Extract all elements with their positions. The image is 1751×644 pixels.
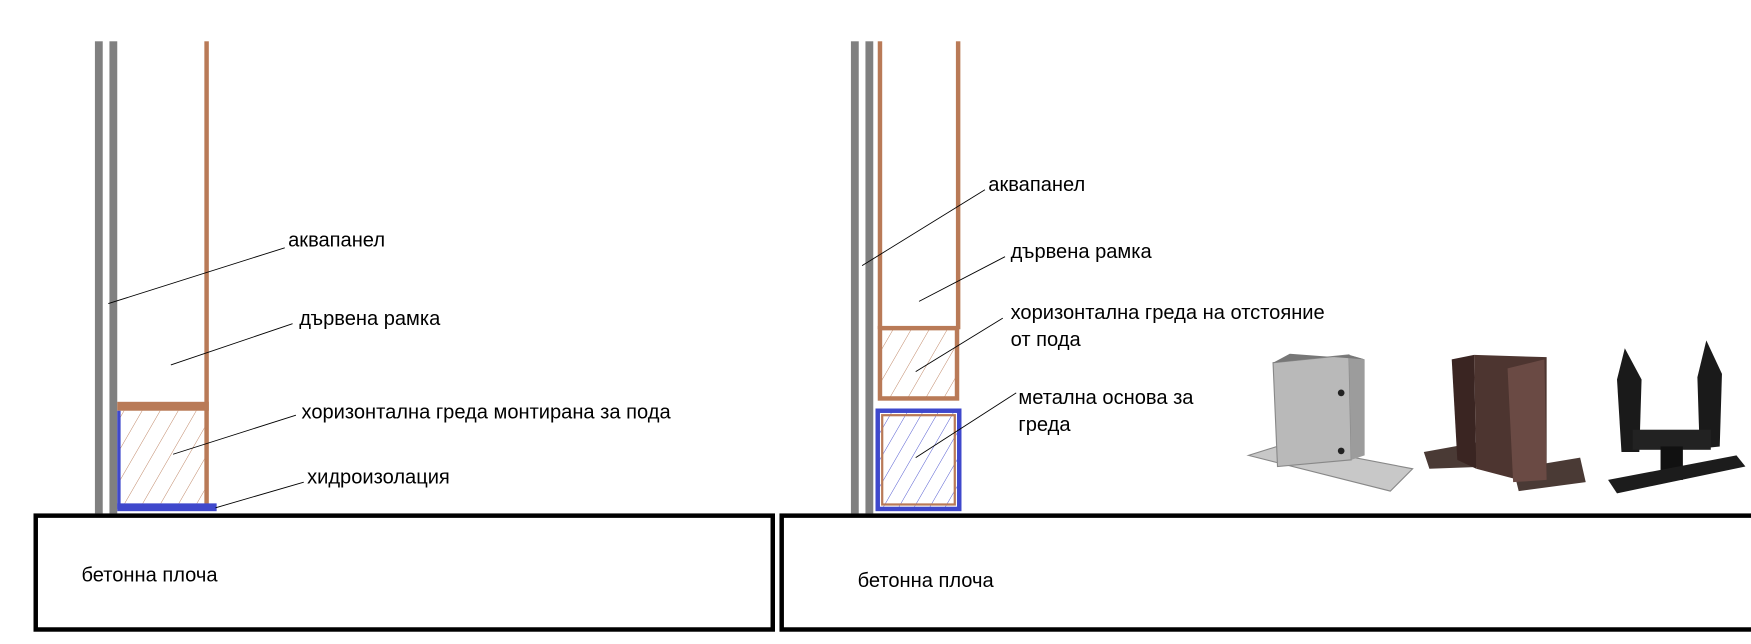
label-beam-line2: от пода [1011, 329, 1082, 351]
beam-in-metal-base [881, 414, 956, 506]
galvanized-post-base-image [1246, 353, 1414, 492]
wood-frame-top-beam [117, 401, 209, 411]
left-diagram: аквапанел дървена рамка хоризонтална гре… [33, 41, 775, 632]
label-aquapanel: аквапанел [288, 230, 385, 252]
concrete-slab [779, 513, 1751, 632]
metal-base [875, 408, 962, 512]
black-u-post-base-image [1608, 340, 1746, 494]
raised-beam [877, 325, 960, 401]
leader-line [918, 256, 1006, 302]
label-slab: бетонна плоча [858, 570, 995, 592]
label-aquapanel: аквапанел [988, 174, 1085, 196]
aquapanel-wall [850, 41, 874, 514]
leader-line [215, 481, 304, 509]
floor-beam-hatched [119, 410, 205, 504]
leader-line [861, 189, 986, 267]
label-wood-frame: дървена рамка [1011, 241, 1153, 263]
leader-line [170, 323, 293, 366]
label-slab: бетонна плоча [82, 565, 219, 587]
brown-u-post-base-image [1423, 354, 1586, 492]
waterproofing-side [117, 410, 121, 509]
leader-line [108, 247, 285, 305]
leader-line [172, 414, 297, 455]
wood-frame-stud-left [877, 41, 883, 330]
concrete-slab [33, 513, 775, 632]
label-waterproofing: хидроизолация [307, 466, 450, 488]
aquapanel-wall [94, 41, 118, 514]
label-beam: хоризонтална греда монтирана за пода [302, 402, 672, 424]
wood-frame-stud-right [955, 41, 961, 330]
leader-line [915, 317, 1004, 373]
label-beam-line1: хоризонтална греда на отстояние [1011, 302, 1325, 324]
leader-line [915, 392, 1017, 458]
label-metal-base-line1: метална основа за [1018, 387, 1194, 409]
waterproofing-layer [117, 503, 217, 512]
right-diagram: аквапанел дървена рамка хоризонтална гре… [779, 41, 1751, 632]
label-wood-frame: дървена рамка [299, 308, 441, 330]
label-metal-base-line2: греда [1018, 414, 1071, 436]
